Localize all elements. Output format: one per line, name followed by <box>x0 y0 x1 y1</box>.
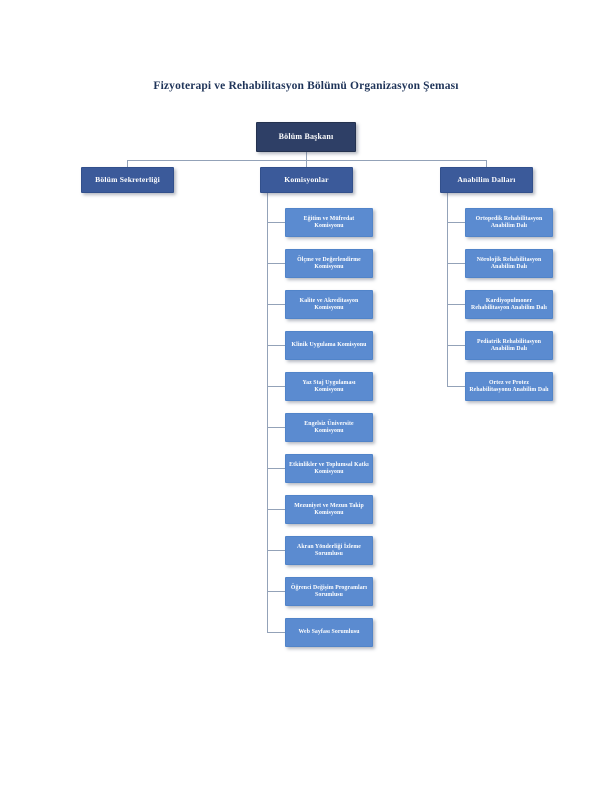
node-komisyon-web-sayfasi-label: Web Sayfası Sorumlusu <box>298 629 360 636</box>
connector-anabilim-stub-3 <box>447 304 465 305</box>
connector-to-bolum-sekreterligi <box>127 160 128 170</box>
connector-komisyonlar-spine <box>267 190 268 633</box>
node-anabilim-pediatrik-label: Pediatrik Rehabilitasyon Anabilim Dalı <box>476 338 542 352</box>
node-komisyon-ogrenci-degisim[interactable]: Öğrenci Değişim Programları Sorumlusu <box>285 577 373 606</box>
node-anabilim-ortez-protez-label: Ortez ve Protez Rehabilitasyonu Anabilim… <box>469 379 549 393</box>
node-bolum-sekreterligi-label: Bölüm Sekreterliği <box>95 174 160 184</box>
connector-komisyon-stub-8 <box>267 509 285 510</box>
node-komisyon-engelsiz-universite[interactable]: Engelsiz Üniversite Komisyonu <box>285 413 373 442</box>
connector-komisyon-stub-2 <box>267 263 285 264</box>
node-bolum-sekreterligi[interactable]: Bölüm Sekreterliği <box>81 167 174 193</box>
connector-to-komisyonlar <box>306 160 307 170</box>
connector-komisyon-stub-11 <box>267 632 285 633</box>
node-komisyonlar-label: Komisyonlar <box>284 174 329 184</box>
connector-komisyon-stub-7 <box>267 468 285 469</box>
node-anabilim-ortez-protez[interactable]: Ortez ve Protez Rehabilitasyonu Anabilim… <box>465 372 553 401</box>
connector-komisyon-stub-4 <box>267 345 285 346</box>
node-komisyon-egitim-mufredat-label: Eğitim ve Müfredat Komisyonu <box>303 215 355 229</box>
connector-komisyon-stub-10 <box>267 591 285 592</box>
node-komisyon-kalite-akreditasyon[interactable]: Kalite ve Akreditasyon Komisyonu <box>285 290 373 319</box>
node-komisyon-web-sayfasi[interactable]: Web Sayfası Sorumlusu <box>285 618 373 647</box>
node-komisyonlar[interactable]: Komisyonlar <box>260 167 353 193</box>
node-anabilim-kardiyopulmoner[interactable]: Kardiyopulmoner Rehabilitasyon Anabilim … <box>465 290 553 319</box>
node-komisyon-engelsiz-universite-label: Engelsiz Üniversite Komisyonu <box>304 420 354 434</box>
node-komisyon-mezuniyet-mezun-takip-label: Mezuniyet ve Mezun Takip Komisyonu <box>294 502 364 516</box>
connector-komisyon-stub-1 <box>267 222 285 223</box>
node-anabilim-ortopedik[interactable]: Ortopedik Rehabilitasyon Anabilim Dalı <box>465 208 553 237</box>
node-anabilim-dallari[interactable]: Anabilim Dalları <box>440 167 533 193</box>
node-anabilim-norolojik[interactable]: Nörolojik Rehabilitasyon Anabilim Dalı <box>465 249 553 278</box>
node-komisyon-klinik-uygulama[interactable]: Klinik Uygulama Komisyonu <box>285 331 373 360</box>
node-bolum-baskani[interactable]: Bölüm Başkanı <box>256 122 356 152</box>
node-komisyon-etkinlikler-toplumsal-katki-label: Etkinlikler ve Toplumsal Katkı Komisyonu <box>289 461 369 475</box>
node-komisyon-olcme-degerlendirme[interactable]: Ölçme ve Değerlendirme Komisyonu <box>285 249 373 278</box>
connector-anabilim-spine <box>447 190 448 386</box>
node-komisyon-etkinlikler-toplumsal-katki[interactable]: Etkinlikler ve Toplumsal Katkı Komisyonu <box>285 454 373 483</box>
node-anabilim-dallari-label: Anabilim Dalları <box>457 174 516 184</box>
node-komisyon-kalite-akreditasyon-label: Kalite ve Akreditasyon Komisyonu <box>299 297 359 311</box>
connector-komisyon-stub-5 <box>267 386 285 387</box>
connector-anabilim-stub-1 <box>447 222 465 223</box>
node-komisyon-yaz-staj[interactable]: Yaz Staj Uygulaması Komisyonu <box>285 372 373 401</box>
node-komisyon-yaz-staj-label: Yaz Staj Uygulaması Komisyonu <box>302 379 356 393</box>
node-komisyon-ogrenci-degisim-label: Öğrenci Değişim Programları Sorumlusu <box>290 584 368 598</box>
connector-to-anabilim-dallari <box>486 160 487 170</box>
node-anabilim-pediatrik[interactable]: Pediatrik Rehabilitasyon Anabilim Dalı <box>465 331 553 360</box>
connector-anabilim-stub-2 <box>447 263 465 264</box>
node-komisyon-egitim-mufredat[interactable]: Eğitim ve Müfredat Komisyonu <box>285 208 373 237</box>
connector-komisyon-stub-3 <box>267 304 285 305</box>
node-bolum-baskani-label: Bölüm Başkanı <box>278 132 334 142</box>
node-anabilim-norolojik-label: Nörolojik Rehabilitasyon Anabilim Dalı <box>476 256 542 270</box>
node-anabilim-kardiyopulmoner-label: Kardiyopulmoner Rehabilitasyon Anabilim … <box>471 297 547 311</box>
page-title: Fizyoterapi ve Rehabilitasyon Bölümü Org… <box>153 80 459 92</box>
connector-komisyon-stub-6 <box>267 427 285 428</box>
node-komisyon-olcme-degerlendirme-label: Ölçme ve Değerlendirme Komisyonu <box>297 256 361 270</box>
connector-anabilim-stub-5 <box>447 386 465 387</box>
node-komisyon-mezuniyet-mezun-takip[interactable]: Mezuniyet ve Mezun Takip Komisyonu <box>285 495 373 524</box>
node-komisyon-akran-yonderligi-label: Akran Yönderliği İzleme Sorumlusu <box>297 543 361 557</box>
node-anabilim-ortopedik-label: Ortopedik Rehabilitasyon Anabilim Dalı <box>475 215 543 229</box>
node-komisyon-akran-yonderligi[interactable]: Akran Yönderliği İzleme Sorumlusu <box>285 536 373 565</box>
node-komisyon-klinik-uygulama-label: Klinik Uygulama Komisyonu <box>291 342 367 349</box>
connector-anabilim-stub-4 <box>447 345 465 346</box>
connector-komisyon-stub-9 <box>267 550 285 551</box>
